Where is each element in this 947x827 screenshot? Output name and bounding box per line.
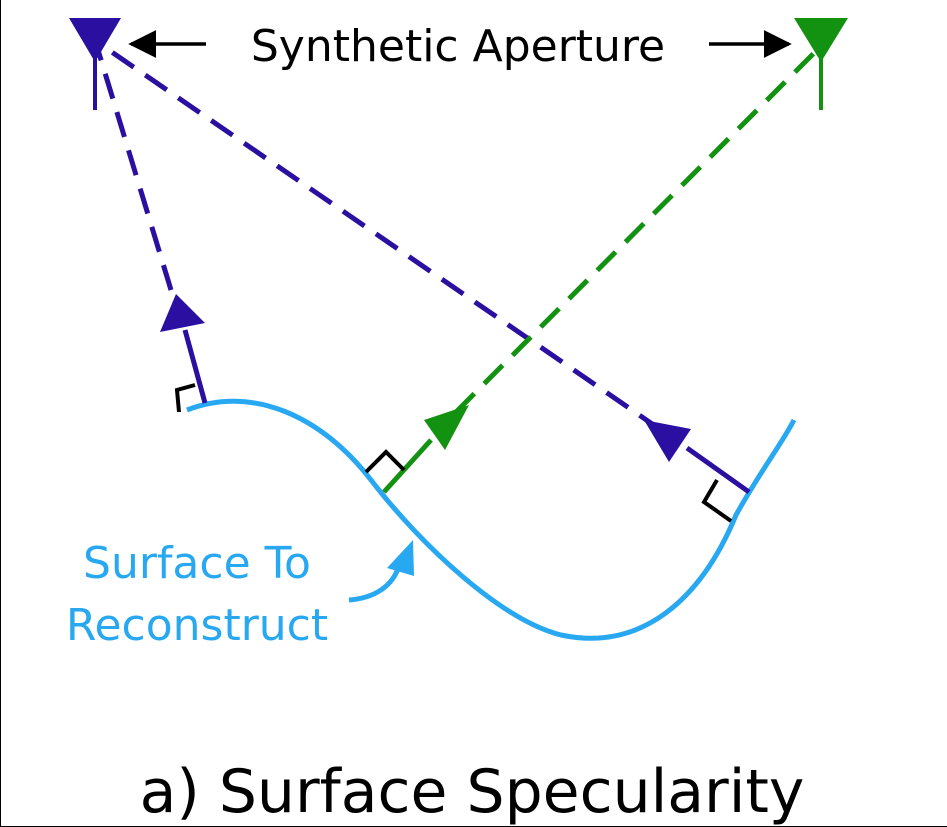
green-antenna-icon xyxy=(794,18,848,110)
green-arrowhead xyxy=(424,405,469,450)
surface-label-line1: Surface To xyxy=(83,538,311,589)
blue-antenna-icon xyxy=(69,18,121,110)
blue-ray-left xyxy=(95,49,208,404)
surface-label-line2: Reconstruct xyxy=(66,600,328,651)
blue-arrowhead-right xyxy=(644,420,691,462)
blue-ray-right xyxy=(101,43,751,495)
aperture-label: Synthetic Aperture xyxy=(251,21,665,72)
right-angle-marker-right xyxy=(701,478,733,523)
surface-pointer-arrow xyxy=(348,565,402,603)
right-angle-marker-middle xyxy=(364,449,406,474)
right-angle-marker-left xyxy=(174,383,196,413)
surface-curve xyxy=(186,398,797,641)
surface-pointer-arrowhead xyxy=(387,540,414,576)
diagram-caption: a) Surface Specularity xyxy=(140,757,805,827)
blue-arrowhead-left xyxy=(160,294,205,332)
green-ray xyxy=(382,46,821,494)
